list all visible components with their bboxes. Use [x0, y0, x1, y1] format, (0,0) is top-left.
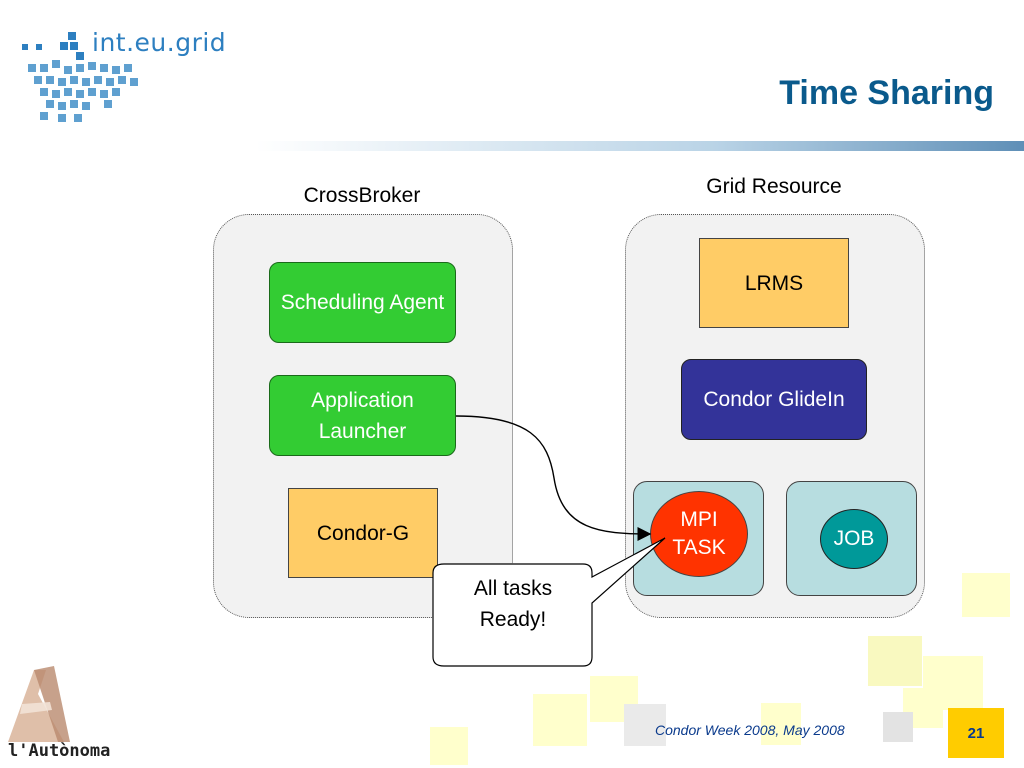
- callout-bubble: [432, 537, 666, 667]
- autonoma-logo-icon: [4, 664, 94, 744]
- logo-text: int.eu.grid: [92, 28, 227, 57]
- grid-resource-label: Grid Resource: [706, 175, 842, 198]
- title-underline-bar: [0, 141, 1024, 151]
- decor-square: [430, 727, 468, 765]
- launch-arrow: [455, 415, 652, 541]
- mpi-task-circle: MPI TASK: [650, 491, 748, 577]
- application-launcher-box: Application Launcher: [269, 375, 456, 456]
- lrms-box: LRMS: [699, 238, 849, 328]
- footer-text: Condor Week 2008, May 2008: [655, 722, 845, 738]
- decor-square-gray: [624, 704, 666, 746]
- scheduling-agent-box: Scheduling Agent: [269, 262, 456, 343]
- decor-square-gray: [883, 712, 913, 742]
- condor-glidein-box: Condor GlideIn: [681, 359, 867, 440]
- int-eu-grid-logo-icon: [18, 30, 148, 130]
- condor-g-box: Condor-G: [288, 488, 438, 578]
- decor-square: [533, 694, 587, 746]
- decor-square: [761, 703, 801, 745]
- callout-text: All tasks Ready!: [473, 577, 553, 631]
- decor-square: [962, 573, 1010, 617]
- page-number: 21: [948, 708, 1004, 758]
- autonoma-logo-text: l'Autònoma: [8, 741, 111, 761]
- job-circle: JOB: [820, 509, 888, 569]
- slide-title: Time Sharing: [779, 74, 994, 112]
- decor-square: [868, 636, 922, 686]
- crossbroker-label: CrossBroker: [303, 184, 421, 207]
